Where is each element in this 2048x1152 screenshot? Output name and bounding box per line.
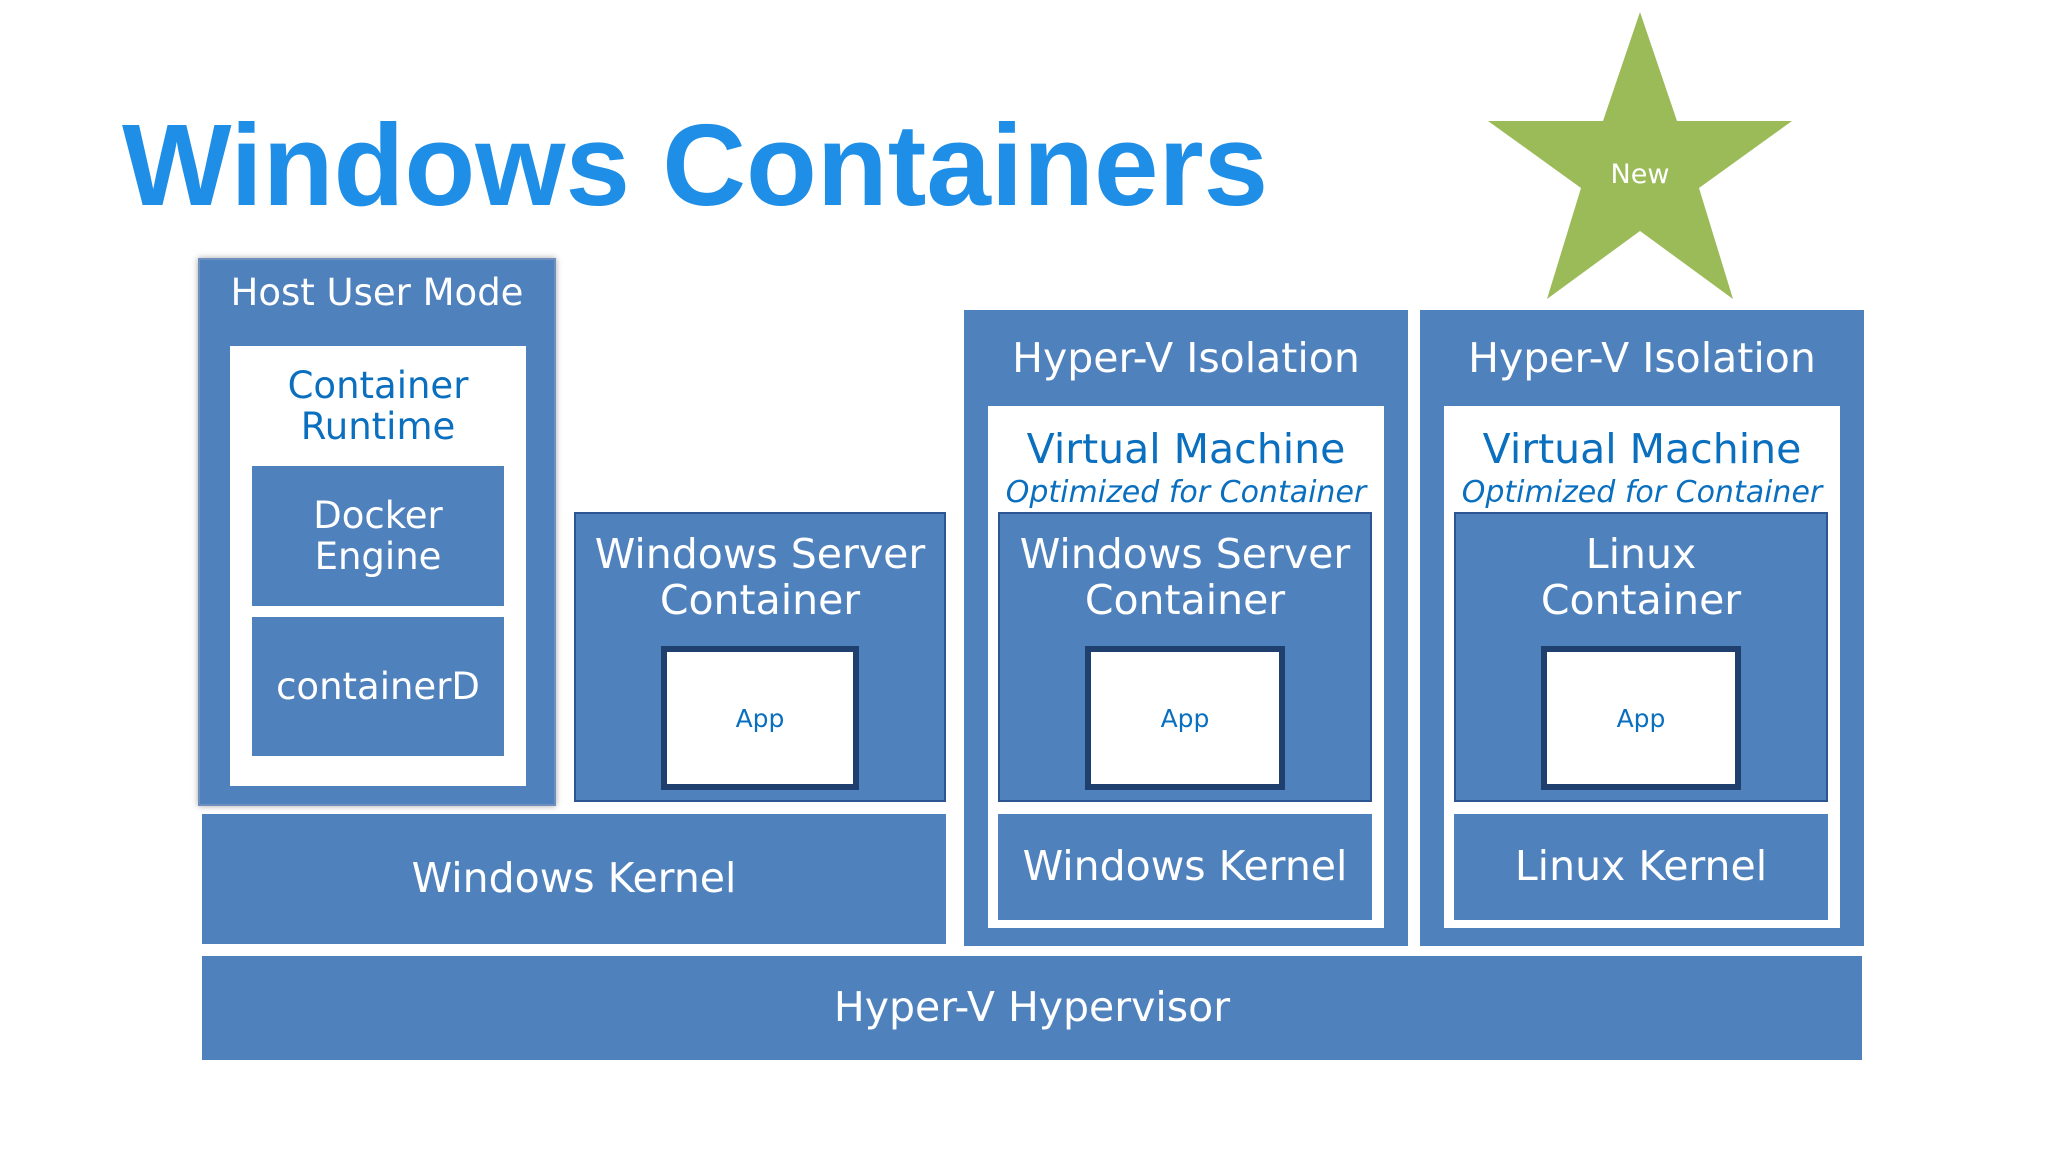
vm-windows-server-container-label: Windows Server Container bbox=[1019, 530, 1351, 624]
app-box: App bbox=[1085, 646, 1285, 790]
app-box: App bbox=[1541, 646, 1741, 790]
container-runtime-label: Container Runtime bbox=[287, 363, 469, 448]
vm-linux-subtitle: Optimized for Container bbox=[1461, 474, 1823, 510]
linux-kernel-block: Linux Kernel bbox=[1454, 814, 1828, 920]
windows-server-container-label: Windows Server Container bbox=[594, 530, 926, 624]
app-box: App bbox=[661, 646, 859, 790]
new-badge-label: New bbox=[1610, 159, 1670, 190]
page-title: Windows Containers bbox=[122, 100, 1269, 230]
containerd-block: containerD bbox=[252, 617, 504, 756]
vm-windows-kernel-block: Windows Kernel bbox=[998, 814, 1372, 920]
windows-kernel-block: Windows Kernel bbox=[202, 814, 946, 944]
host-user-mode-label: Host User Mode bbox=[230, 271, 524, 315]
vm-windows-subtitle: Optimized for Container bbox=[1005, 474, 1367, 510]
new-star-badge bbox=[1488, 12, 1792, 299]
hyperv-hypervisor-block: Hyper-V Hypervisor bbox=[202, 956, 1862, 1060]
docker-engine-block: Docker Engine bbox=[252, 466, 504, 606]
vm-linux-title: Virtual Machine bbox=[1482, 425, 1802, 474]
hyperv-isolation-windows-header: Hyper-V Isolation bbox=[1012, 334, 1360, 383]
vm-windows-title: Virtual Machine bbox=[1026, 425, 1346, 474]
hyperv-isolation-linux-header: Hyper-V Isolation bbox=[1468, 334, 1816, 383]
star-shape bbox=[1488, 12, 1792, 299]
linux-container-label: Linux Container bbox=[1540, 530, 1742, 624]
